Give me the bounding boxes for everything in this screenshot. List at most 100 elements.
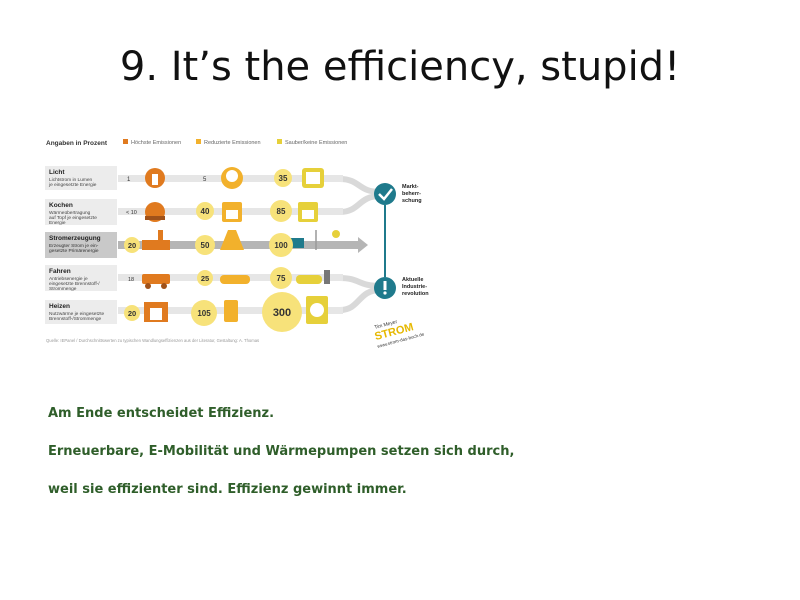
- stove-door: [302, 210, 314, 219]
- value-strom-clean: 100: [274, 241, 288, 250]
- legend-swatch-high: [123, 139, 128, 144]
- row-title: Kochen: [49, 202, 73, 209]
- row-stromerzeugung: Stromerzeugung Erzeugter Strom je ein- g…: [45, 232, 117, 258]
- lightbulb-glass: [226, 170, 238, 182]
- heat-pump-fan: [310, 303, 324, 317]
- value-licht-high: 1: [127, 177, 131, 183]
- row-label-box: [45, 166, 117, 190]
- exclamation-bar: [383, 281, 387, 290]
- fireplace-opening: [150, 308, 162, 320]
- label-marktbeherrschung: schung: [402, 198, 422, 204]
- flow-arrow-kochen: [339, 193, 381, 215]
- led-panel-face: [306, 172, 320, 184]
- slide-title: 9. It’s the efficiency, stupid!: [119, 44, 681, 90]
- row-fahren: Fahren Antriebsenergie je eingesetzte Br…: [45, 265, 117, 292]
- book-badge: Tim Meyer STROM www.strom-das-buch.de: [373, 319, 425, 349]
- legend-swatch-clean: [277, 139, 282, 144]
- row-label-box: [45, 265, 117, 291]
- row-desc-line: Strommenge: [49, 286, 77, 292]
- flow-arrow-heizen: [339, 287, 381, 313]
- electric-car-icon: [296, 275, 322, 284]
- value-circle: [274, 169, 292, 187]
- legend-label-high: Höchste Emissionen: [131, 140, 181, 146]
- value-circle: [270, 200, 292, 222]
- value-kochen-clean: 85: [277, 207, 286, 216]
- chimney: [158, 230, 163, 242]
- value-circle: [124, 237, 140, 253]
- value-kochen-high: < 10: [126, 210, 137, 216]
- label-marktbeherrschung: beherr-: [402, 191, 421, 197]
- row-heizen: Heizen Nutzwärme je eingesetzte Brennsto…: [45, 300, 117, 324]
- row-desc-line: Nutzwärme je eingesetzte: [49, 311, 105, 317]
- value-circle: [262, 292, 302, 332]
- flow-arrow-fahren: [339, 275, 381, 289]
- value-strom-reduced: 50: [201, 241, 210, 250]
- label-industrierevolution: revolution: [402, 291, 429, 297]
- legend-label-clean: Sauber/keine Emissionen: [285, 140, 347, 146]
- wheel: [145, 283, 151, 289]
- value-fahren-reduced: 25: [201, 274, 209, 283]
- value-circle: [124, 305, 140, 321]
- value-licht-reduced: 5: [203, 177, 207, 183]
- value-circle: [196, 202, 214, 220]
- row-desc-line: Antriebsenergie je: [49, 276, 88, 282]
- efficiency-infographic: Angaben in Prozent Höchste Emissionen Re…: [45, 139, 429, 349]
- flow-arrow-licht: [339, 176, 381, 195]
- wheel: [161, 283, 167, 289]
- row-title: Stromerzeugung: [49, 235, 101, 242]
- row-label-box: [45, 232, 117, 258]
- cooling-tower-icon: [220, 230, 244, 250]
- row-desc-line: gesetzte Primärenergie: [49, 248, 99, 254]
- value-kochen-reduced: 40: [201, 207, 210, 216]
- solar-panel-icon: [290, 238, 304, 248]
- value-heizen-clean: 300: [273, 307, 291, 319]
- charging-station-icon: [324, 270, 330, 284]
- row-desc-line: Lichtstrom in Lumen: [49, 177, 93, 183]
- book-author: Tim Meyer: [374, 319, 399, 331]
- firewood: [145, 216, 165, 220]
- body-line-3: weil sie effizienter sind. Effizienz gew…: [48, 482, 407, 497]
- infographic-header: Angaben in Prozent: [46, 140, 108, 147]
- row-desc-line: Energie: [49, 220, 66, 226]
- row-desc-line: auf Topf je eingesetzte: [49, 215, 97, 221]
- legend-swatch-reduced: [196, 139, 201, 144]
- row-kochen: Kochen Wärmeübertragung auf Topf je eing…: [45, 199, 117, 226]
- row-title: Heizen: [49, 303, 70, 310]
- row-title: Licht: [49, 169, 65, 176]
- combustion-car-icon: [220, 275, 250, 284]
- value-licht-clean: 35: [279, 174, 288, 183]
- value-fahren-high: 18: [128, 277, 134, 283]
- label-industrierevolution: Industrie-: [402, 284, 427, 290]
- stove-door: [226, 210, 238, 219]
- body-line-2: Erneuerbare, E-Mobilität und Wärmepumpen…: [48, 444, 515, 459]
- value-circle: [191, 300, 217, 326]
- row-licht: Licht Lichtstrom in Lumen je eingesetzte…: [45, 166, 117, 190]
- sun-icon: [332, 230, 340, 238]
- row-title: Fahren: [49, 268, 71, 275]
- source-note: Quelle: IEPanel / Durchschnittswerten zu…: [46, 338, 259, 343]
- value-circle: [270, 267, 292, 289]
- label-industrierevolution: Aktuelle: [402, 277, 423, 283]
- candle-body: [152, 174, 158, 185]
- legend-label-reduced: Reduzierte Emissionen: [204, 140, 261, 146]
- label-marktbeherrschung: Markt-: [402, 184, 419, 190]
- body-line-1: Am Ende entscheidet Effizienz.: [48, 406, 275, 421]
- row-desc-line: Brennstoff-/Strommenge: [49, 316, 102, 322]
- old-car-icon: [142, 274, 170, 284]
- row-desc-line: eingesetzte Brennstoff-/: [49, 281, 100, 287]
- row-desc-line: Erzeugter Strom je ein-: [49, 243, 99, 249]
- exclamation-dot: [383, 291, 387, 295]
- value-heizen-high: 20: [128, 309, 136, 318]
- row-label-box: [45, 199, 117, 225]
- gas-boiler-icon: [224, 300, 238, 322]
- value-circle: [197, 270, 213, 286]
- row-label-box: [45, 300, 117, 324]
- row-desc-line: je eingesetzte Energie: [48, 182, 97, 188]
- value-circle: [269, 233, 293, 257]
- checkmark-stroke: [378, 188, 393, 201]
- value-heizen-reduced: 105: [197, 309, 211, 318]
- value-strom-high: 20: [128, 241, 136, 250]
- checkmark-icon: [374, 183, 396, 205]
- value-circle: [195, 235, 215, 255]
- row-arrow-head: [358, 237, 368, 253]
